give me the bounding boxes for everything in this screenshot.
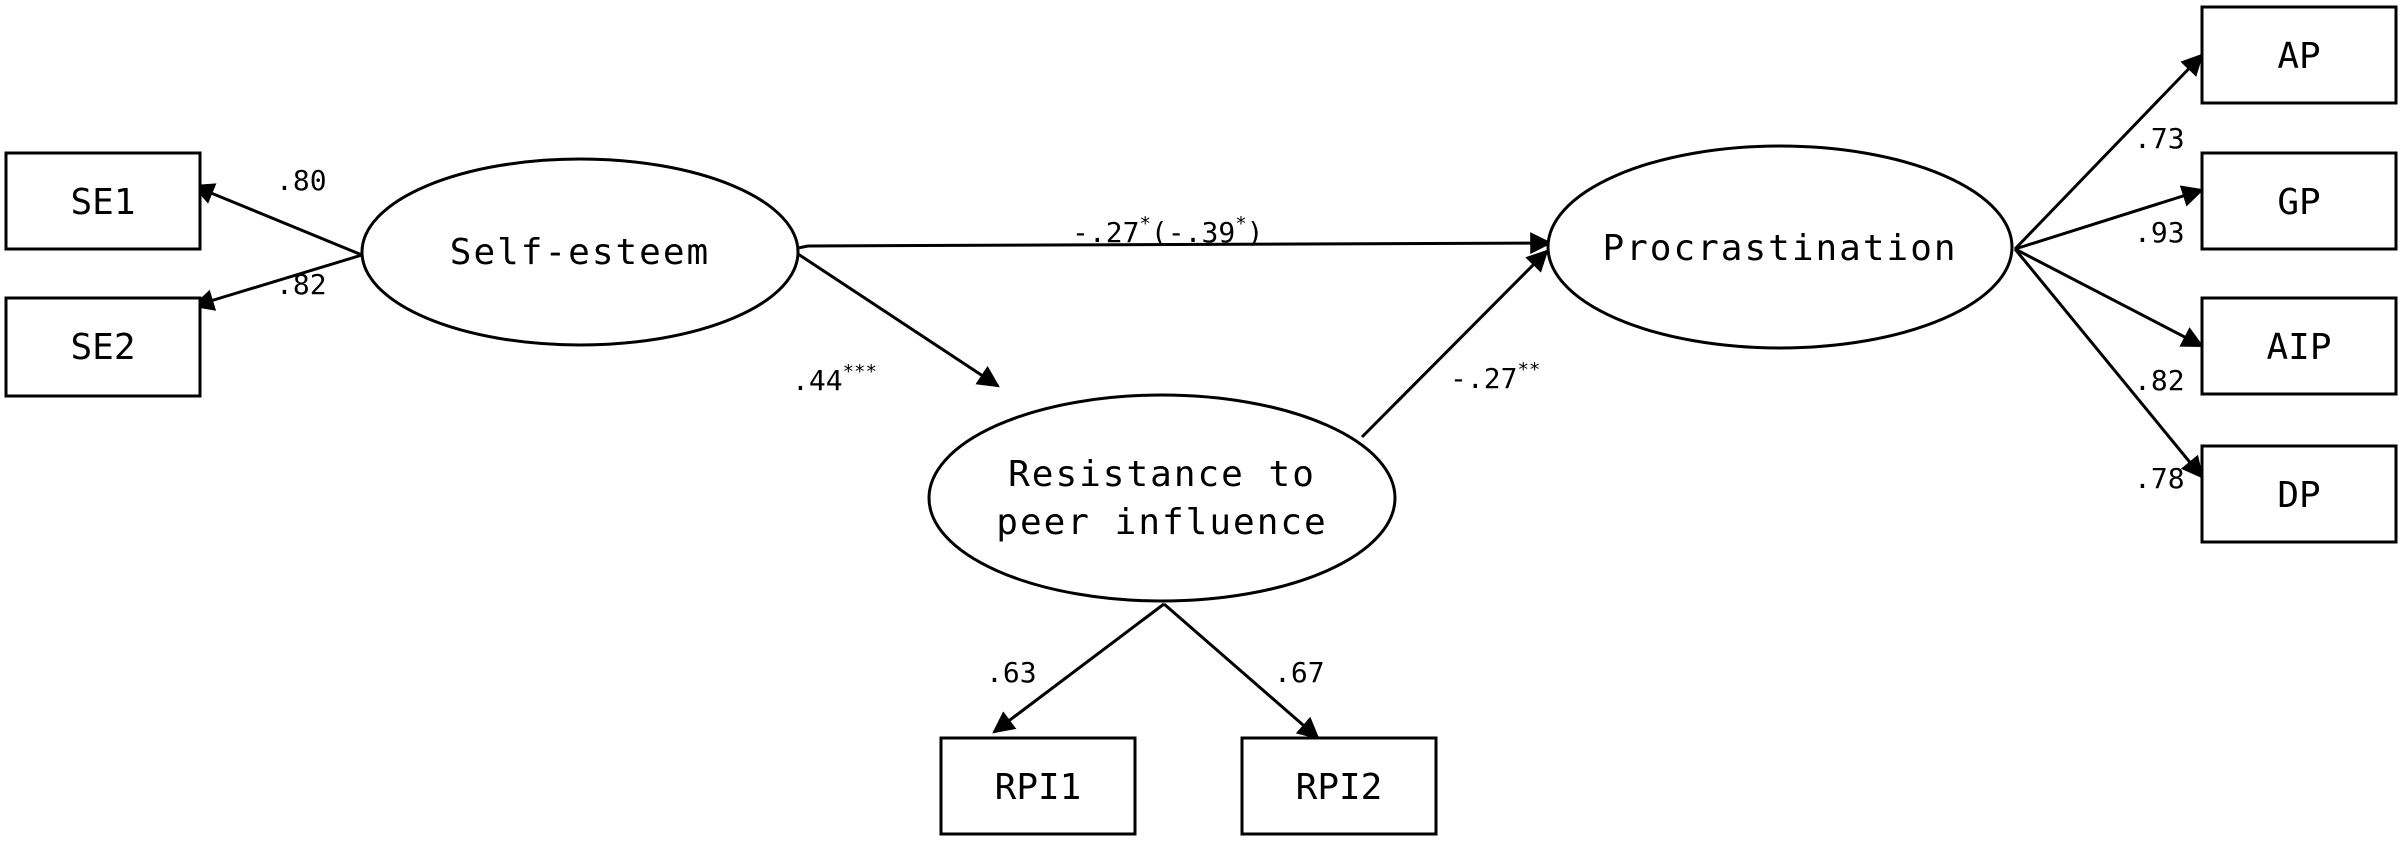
coef-b-sig: ** [1517, 359, 1540, 381]
indicator-gp: GP [2200, 151, 2398, 251]
indicator-rpi1-label: RPI1 [995, 767, 1082, 808]
indicator-rpi1: RPI1 [939, 736, 1137, 836]
latent-self-esteem-label: Self-esteem [450, 232, 710, 273]
indicator-se2: SE2 [4, 296, 202, 398]
indicator-aip: AIP [2200, 296, 2398, 396]
loading-aip: .82 [2134, 364, 2185, 397]
indicator-se1: SE1 [4, 151, 202, 251]
coef-direct-sig: * [1139, 213, 1150, 235]
loading-ap: .73 [2134, 122, 2185, 155]
loading-rpi2: .67 [1274, 656, 1325, 689]
indicator-ap-label: AP [2277, 36, 2320, 77]
latent-self-esteem: Self-esteem [360, 157, 800, 347]
latent-procrastination-label: Procrastination [1602, 228, 1957, 269]
edge-selfesteem-resistance [797, 252, 1000, 388]
loading-rpi1: .63 [986, 656, 1037, 689]
indicator-dp-label: DP [2277, 475, 2320, 516]
edge-selfesteem-se2 [191, 253, 363, 311]
coef-total-sig: * [1235, 213, 1246, 235]
coef-total-open: (-.39 [1151, 216, 1235, 249]
edge-resistance-rpi1 [992, 602, 1165, 734]
coef-direct-value: -.27 [1072, 216, 1139, 249]
latent-resistance-label-line1: Resistance to [1008, 454, 1316, 495]
edge-procrastination-aip [2014, 247, 2204, 348]
coef-selfesteem-procrastination: -.27*(-.39*) [1072, 213, 1264, 249]
edge-resistance-rpi2 [1163, 602, 1320, 740]
loading-se2: .82 [276, 268, 327, 301]
latent-procrastination: Procrastination [1546, 144, 2014, 350]
edge-procrastination-gp [2014, 185, 2205, 251]
path-coefficients: -.27*(-.39*) .44*** -.27** [792, 213, 1540, 397]
indicator-se1-label: SE1 [70, 182, 135, 223]
loadings: .80 .82 .73 .93 .82 .78 .63 .67 [276, 122, 2185, 689]
indicator-ap: AP [2200, 5, 2398, 105]
edges [191, 53, 2205, 740]
indicator-gp-label: GP [2277, 182, 2320, 223]
loading-se1: .80 [276, 164, 327, 197]
indicator-rpi2: RPI2 [1240, 736, 1438, 836]
loading-gp: .93 [2134, 216, 2185, 249]
coef-b-value: -.27 [1450, 362, 1517, 395]
indicator-rpi2-label: RPI2 [1296, 767, 1383, 808]
edge-resistance-procrastination [1360, 249, 1549, 439]
edge-selfesteem-se1 [191, 183, 363, 257]
indicator-dp: DP [2200, 444, 2398, 544]
coef-total-close: ) [1247, 216, 1264, 249]
loading-dp: .78 [2134, 462, 2185, 495]
coef-a-value: .44 [792, 364, 843, 397]
edge-procrastination-ap [2013, 53, 2204, 251]
edge-selfesteem-procrastination [797, 232, 1553, 255]
coef-resistance-procrastination: -.27** [1450, 359, 1540, 395]
coef-selfesteem-resistance: .44*** [792, 361, 877, 397]
latent-resistance: Resistance to peer influence [927, 393, 1397, 603]
indicator-se2-label: SE2 [70, 327, 135, 368]
latent-resistance-label-line2: peer influence [996, 502, 1327, 543]
coef-a-sig: *** [843, 361, 877, 383]
edge-procrastination-dp [2013, 248, 2204, 479]
indicator-aip-label: AIP [2266, 327, 2331, 368]
